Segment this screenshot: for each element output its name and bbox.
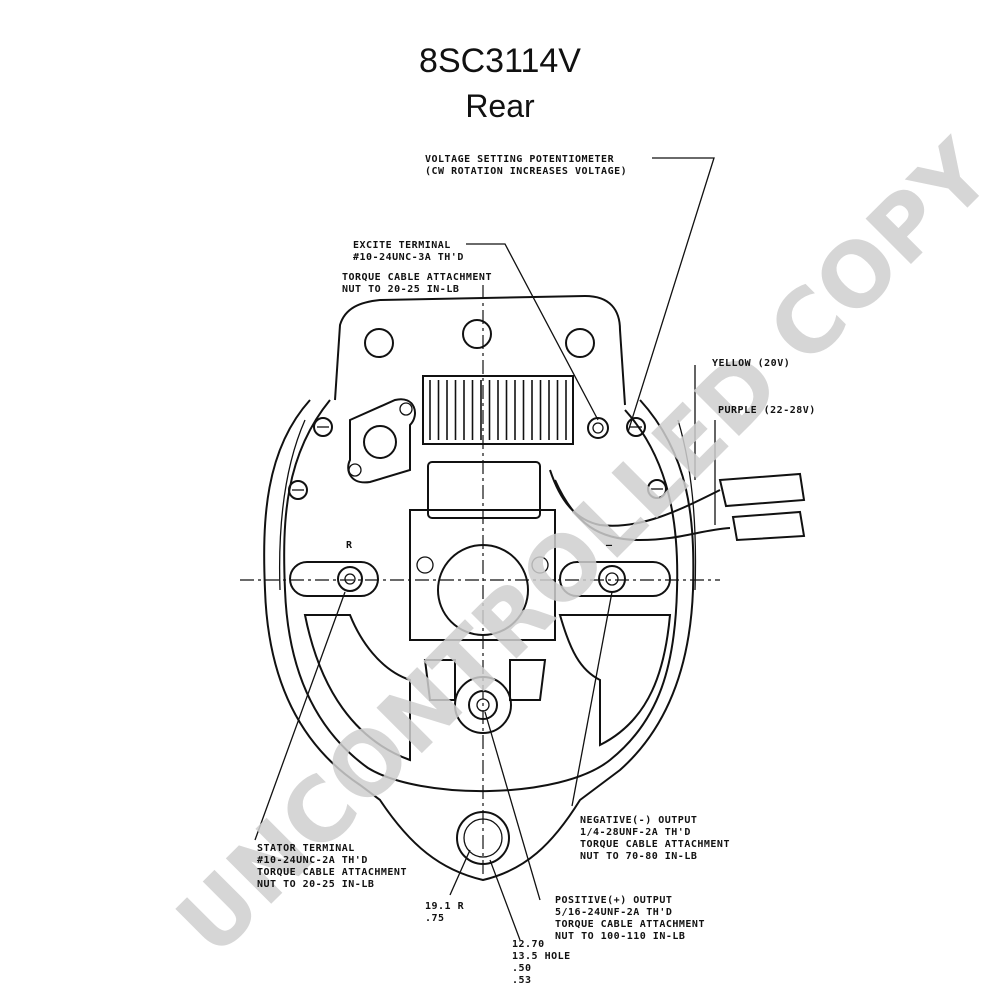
bottom-mount-hole (456, 811, 510, 865)
excite-line-1: EXCITE TERMINAL (353, 240, 451, 251)
connector-purple (731, 510, 806, 542)
yellow-wire-label: YELLOW (20V) (712, 358, 790, 369)
positive-line-3: TORQUE CABLE ATTACHMENT (555, 919, 705, 930)
r-terminal (289, 561, 379, 597)
stator-line-2: #10-24UNC-2A TH'D (257, 855, 368, 866)
callout-stator: STATOR TERMINAL #10-24UNC-2A TH'D TORQUE… (257, 843, 407, 890)
negative-terminal (559, 561, 671, 597)
callout-hole: 12.70 13.5 HOLE .50 .53 (512, 939, 571, 986)
radius-line-1: 19.1 R (425, 901, 465, 912)
hole-line-2: 13.5 HOLE (512, 951, 571, 962)
mount-hole-center (462, 319, 492, 349)
excite-terminal (587, 417, 609, 439)
wire-harness (549, 469, 806, 542)
callout-radius: 19.1 R .75 (425, 901, 465, 924)
connector-yellow (718, 472, 806, 508)
purple-wire-label: PURPLE (22-28V) (718, 405, 816, 416)
potentiometer-line-2: (CW ROTATION INCREASES VOLTAGE) (425, 166, 627, 177)
mounting-ear (334, 294, 626, 406)
negative-line-3: TORQUE CABLE ATTACHMENT (580, 839, 730, 850)
potentiometer-line-1: VOLTAGE SETTING POTENTIOMETER (425, 154, 615, 165)
negative-mark: — (606, 540, 613, 551)
callout-negative: NEGATIVE(-) OUTPUT 1/4-28UNF-2A TH'D TOR… (580, 815, 730, 862)
torque-top-line-2: NUT TO 20-25 IN-LB (342, 284, 459, 295)
stator-line-1: STATOR TERMINAL (257, 843, 355, 854)
leader-lines (254, 157, 716, 941)
r-terminal-mark: R (346, 540, 353, 551)
cooling-vents (303, 614, 672, 762)
potentiometer-plate (347, 398, 416, 484)
view-subtitle: Rear (465, 88, 535, 124)
negative-line-4: NUT TO 70-80 IN-LB (580, 851, 697, 862)
radius-line-2: .75 (425, 913, 445, 924)
torque-top-line-1: TORQUE CABLE ATTACHMENT (342, 272, 492, 283)
hole-line-4: .53 (512, 975, 532, 986)
callout-potentiometer: VOLTAGE SETTING POTENTIOMETER (CW ROTATI… (425, 154, 627, 177)
excite-line-2: #10-24UNC-3A TH'D (353, 252, 464, 263)
housing-screws (288, 417, 667, 500)
callout-positive: POSITIVE(+) OUTPUT 5/16-24UNF-2A TH'D TO… (555, 895, 705, 942)
stator-line-4: NUT TO 20-25 IN-LB (257, 879, 374, 890)
callout-torque-top: TORQUE CABLE ATTACHMENT NUT TO 20-25 IN-… (342, 272, 492, 295)
callout-excite: EXCITE TERMINAL #10-24UNC-3A TH'D (353, 240, 464, 263)
mount-hole-right (565, 328, 595, 358)
page-title: 8SC3114V (419, 42, 581, 80)
positive-terminal (454, 676, 512, 734)
rear-plate (409, 461, 556, 641)
negative-line-2: 1/4-28UNF-2A TH'D (580, 827, 691, 838)
positive-line-2: 5/16-24UNF-2A TH'D (555, 907, 672, 918)
mount-hole-left (364, 328, 394, 358)
hole-line-3: .50 (512, 963, 532, 974)
negative-line-1: NEGATIVE(-) OUTPUT (580, 815, 697, 826)
hole-line-1: 12.70 (512, 939, 545, 950)
positive-line-4: NUT TO 100-110 IN-LB (555, 931, 685, 942)
regulator-heatsink (422, 375, 574, 445)
alternator-housing (263, 399, 697, 882)
positive-line-1: POSITIVE(+) OUTPUT (555, 895, 672, 906)
stator-line-3: TORQUE CABLE ATTACHMENT (257, 867, 407, 878)
